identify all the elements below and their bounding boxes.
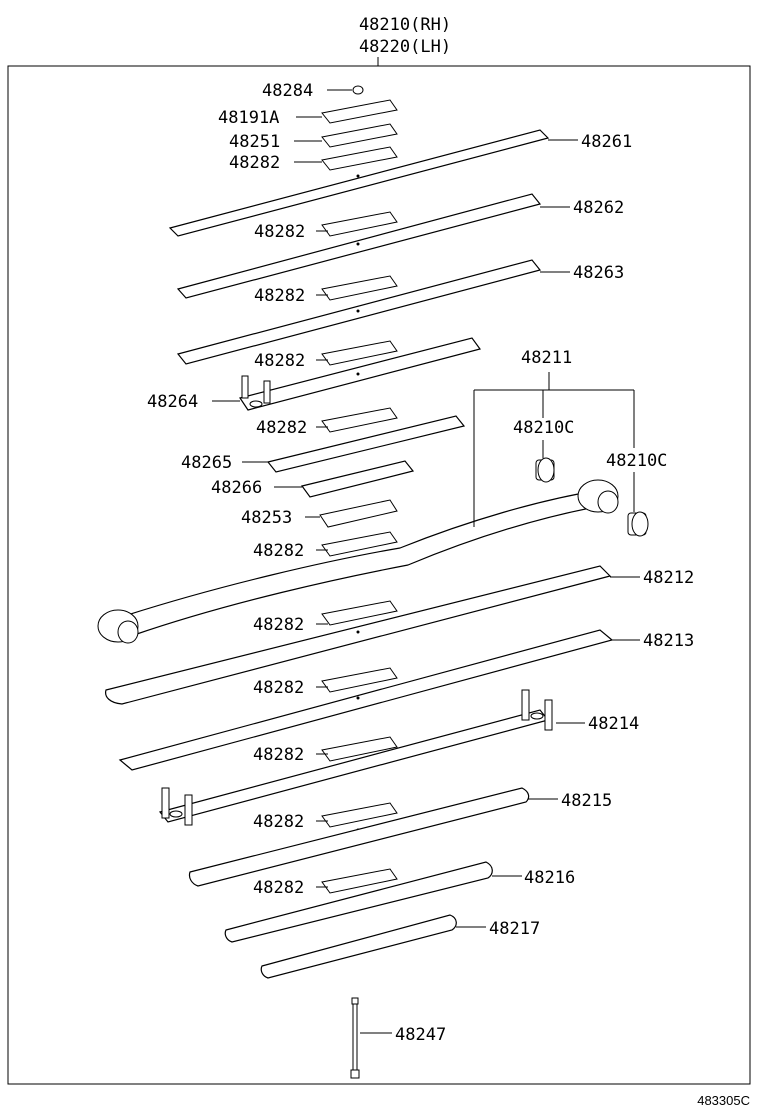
label-48253: 48253 — [241, 508, 292, 528]
label-48261: 48261 — [581, 132, 632, 152]
part-48210C-bushing-left[interactable]: 48210C — [513, 390, 574, 483]
label-48282: 48282 — [253, 678, 304, 698]
label-48264: 48264 — [147, 392, 198, 412]
label-48212: 48212 — [643, 568, 694, 588]
part-48282-pad[interactable]: 48282 — [253, 531, 398, 574]
label-48282: 48282 — [229, 153, 280, 173]
part-48217-leaf[interactable]: 48217 — [260, 914, 540, 979]
part-48210C-bushing-right[interactable]: 48210C — [606, 390, 667, 537]
part-48215-leaf[interactable]: 48215 — [188, 787, 612, 887]
part-48251-plate[interactable]: 48251 — [229, 123, 398, 152]
label-48217: 48217 — [489, 919, 540, 939]
part-48282-pad[interactable]: 48282 — [229, 146, 398, 173]
part-48214-leaf[interactable]: 48214 — [158, 689, 639, 826]
label-48282: 48282 — [254, 286, 305, 306]
label-48282: 48282 — [253, 541, 304, 561]
part-48247-center-bolt[interactable]: 48247 — [350, 997, 446, 1079]
part-48284-nut[interactable]: 48284 — [262, 81, 364, 101]
part-48262-leaf[interactable]: 48262 — [176, 193, 624, 299]
part-48191A-plate[interactable]: 48191A — [218, 99, 398, 128]
label-48282: 48282 — [253, 812, 304, 832]
part-48211-main-leaf[interactable]: 48211 — [97, 348, 634, 644]
part-48261-leaf[interactable]: 48261 — [168, 129, 632, 237]
label-48210C: 48210C — [513, 418, 574, 438]
part-48253-plate[interactable]: 48253 — [241, 499, 398, 528]
label-48213: 48213 — [643, 631, 694, 651]
part-48282-pad[interactable]: 48282 — [253, 667, 398, 698]
label-48216: 48216 — [524, 868, 575, 888]
diagram-code: 483305C — [697, 1093, 750, 1108]
label-48247: 48247 — [395, 1025, 446, 1045]
label-48282: 48282 — [254, 222, 305, 242]
label-48211: 48211 — [521, 348, 572, 368]
part-48282-pad[interactable]: 48282 — [253, 600, 398, 635]
label-48263: 48263 — [573, 263, 624, 283]
part-48216-leaf[interactable]: 48216 — [224, 861, 575, 943]
label-48282: 48282 — [253, 615, 304, 635]
part-48282-pad[interactable]: 48282 — [253, 868, 398, 900]
part-48282-pad[interactable]: 48282 — [254, 340, 398, 371]
label-48251: 48251 — [229, 132, 280, 152]
label-48284: 48284 — [262, 81, 313, 101]
part-48282-pad[interactable]: 48282 — [254, 275, 398, 306]
label-48282: 48282 — [253, 745, 304, 765]
part-48282-pad[interactable]: 48282 — [253, 736, 398, 765]
part-48263-leaf[interactable]: 48263 — [176, 259, 624, 365]
label-48282: 48282 — [256, 418, 307, 438]
label-48210C: 48210C — [606, 451, 667, 471]
label-48266: 48266 — [211, 478, 262, 498]
part-48266-leaf[interactable]: 48266 — [211, 460, 415, 498]
part-48265-leaf[interactable]: 48265 — [181, 415, 466, 473]
assembly-label-rh: 48210(RH) — [359, 15, 451, 35]
diagram-frame — [7, 65, 751, 1085]
part-48282-pad[interactable]: 48282 — [254, 211, 398, 242]
label-48282: 48282 — [253, 878, 304, 898]
label-48215: 48215 — [561, 791, 612, 811]
assembly-label-lh: 48220(LH) — [359, 37, 451, 57]
label-48191A: 48191A — [218, 108, 279, 128]
label-48214: 48214 — [588, 714, 639, 734]
part-48212-leaf[interactable]: 48212 — [105, 565, 695, 705]
label-48265: 48265 — [181, 453, 232, 473]
label-48262: 48262 — [573, 198, 624, 218]
part-48264-leaf[interactable]: 48264 — [147, 337, 482, 412]
part-48282-pad[interactable]: 48282 — [256, 407, 398, 438]
part-48213-leaf[interactable]: 48213 — [118, 629, 694, 771]
label-48282: 48282 — [254, 351, 305, 371]
